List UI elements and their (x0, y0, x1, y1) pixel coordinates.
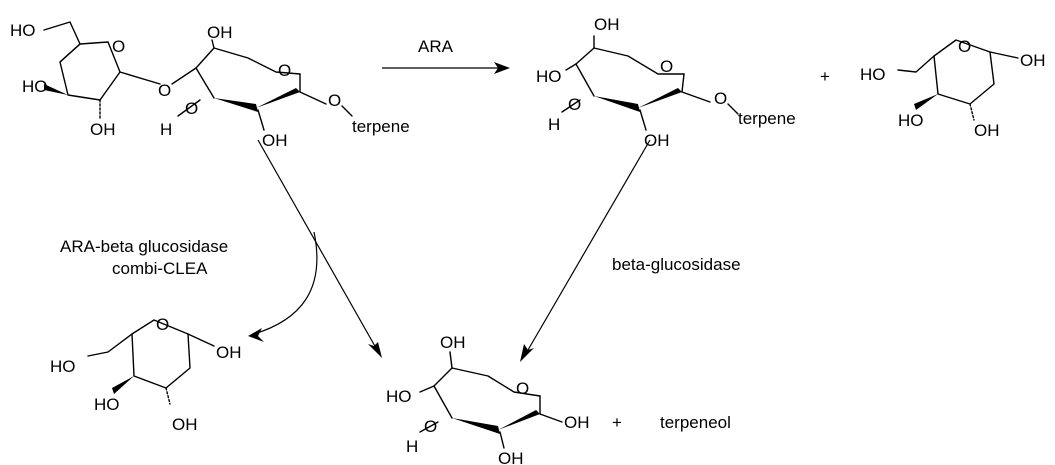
atom-oh-6: OH (594, 15, 620, 34)
atom-oh-16: OH (172, 415, 198, 434)
beta-glucosidase-arrow (520, 139, 651, 362)
atom-oh-12: OH (974, 121, 1000, 140)
atom-o-ring-3: O (660, 57, 673, 76)
atom-oh-5: OH (262, 131, 288, 150)
atom-oh-4: OH (207, 23, 233, 42)
atom-oh-8: OH (644, 131, 670, 150)
atom-ho-7: HO (536, 67, 562, 86)
atom-o-aglycone-2: O (714, 89, 727, 108)
atom-ho-15: HO (94, 395, 120, 414)
atom-o-ring-1: O (112, 37, 125, 56)
plus-sign-1: + (820, 67, 830, 86)
atom-oh-14: OH (216, 343, 242, 362)
atom-terpene-2: terpene (738, 109, 796, 128)
atom-oh-20: OH (564, 413, 590, 432)
atom-o-ring-4: O (958, 37, 971, 56)
substrate-disaccharide-glycoside: HO O HO OH O OH O O H OH O terpene (10, 21, 410, 150)
atom-o-ring-2: O (278, 61, 291, 80)
atom-h-3: H (406, 437, 418, 456)
atom-oh-3: OH (90, 120, 116, 139)
atom-ho-18: HO (386, 387, 412, 406)
atom-h-2: H (548, 115, 560, 134)
atom-terpene-1: terpene (352, 117, 410, 136)
combi-clea-arrow (257, 139, 382, 358)
combi-clea-label-line1: ARA-beta glucosidase (60, 237, 228, 256)
terpeneol-label: terpeneol (660, 413, 731, 432)
atom-o-19: O (424, 417, 437, 436)
atom-oh-17: OH (440, 333, 466, 352)
atom-o-ring-5: O (156, 315, 169, 334)
atom-o-8: O (568, 95, 581, 114)
ara-label: ARA (418, 37, 454, 56)
atom-ho-9: HO (860, 65, 886, 84)
atom-h-1: H (160, 120, 172, 139)
released-arabinofuranose-2: HO O OH HO OH (50, 315, 242, 434)
atom-o-ring-6: O (516, 379, 529, 398)
atom-o-aglycone-1: O (328, 91, 341, 110)
ara-arrow: ARA (382, 37, 510, 74)
atom-ho-11: HO (898, 111, 924, 130)
atom-oh-19: OH (498, 449, 524, 465)
atom-o-5: O (185, 99, 198, 118)
atom-ho-1: HO (10, 21, 36, 40)
glucose-product: OH HO O O H OH OH (386, 333, 590, 465)
atom-oh-10: OH (1020, 51, 1046, 70)
combi-clea-label-line2: combi-CLEA (112, 259, 208, 278)
intermediate-glucoside: OH HO O O H OH O terpene (536, 15, 796, 150)
atom-o-link: O (158, 81, 171, 100)
released-arabinofuranose-1: HO O OH HO OH (860, 37, 1046, 140)
beta-glucosidase-label: beta-glucosidase (612, 255, 741, 274)
atom-ho-2: HO (22, 77, 48, 96)
atom-ho-13: HO (50, 357, 76, 376)
plus-sign-2: + (612, 413, 622, 432)
curved-release-arrow (248, 231, 318, 342)
